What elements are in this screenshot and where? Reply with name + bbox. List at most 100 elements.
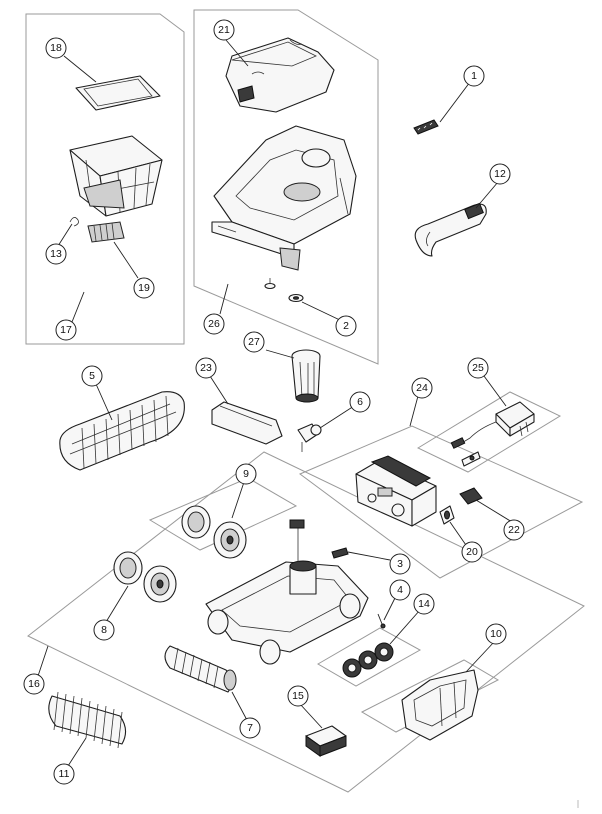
callout-27: 27 xyxy=(243,331,265,353)
callout-22: 22 xyxy=(503,519,525,541)
power-unit-24 xyxy=(355,455,437,527)
screw-part-2b xyxy=(288,293,304,303)
leader-9 xyxy=(231,481,245,519)
callout-label: 27 xyxy=(248,336,260,348)
switch-part-20 xyxy=(439,505,455,525)
leader-26 xyxy=(219,283,229,315)
cable-end xyxy=(461,451,481,467)
callout-24: 24 xyxy=(411,377,433,399)
leader-lines xyxy=(37,39,513,767)
chassis-motor-base xyxy=(205,519,369,665)
cover-plate-23 xyxy=(211,401,283,445)
leader-2 xyxy=(301,301,345,323)
leader-21 xyxy=(225,39,249,67)
callout-label: 12 xyxy=(494,168,506,180)
leader-23 xyxy=(209,375,229,405)
callout-4: 4 xyxy=(389,579,411,601)
callout-2: 2 xyxy=(335,315,357,337)
callout-label: 3 xyxy=(397,558,403,570)
leader-3 xyxy=(347,551,391,561)
callout-25: 25 xyxy=(467,357,489,379)
leader-24 xyxy=(409,395,419,427)
robot-body-housing xyxy=(211,125,357,271)
callout-17: 17 xyxy=(55,319,77,341)
callout-label: 10 xyxy=(490,628,502,640)
frame-group-25 xyxy=(416,391,562,473)
callout-label: 17 xyxy=(60,324,72,336)
clip-part-13 xyxy=(69,217,79,227)
leader-6 xyxy=(319,405,355,429)
track-tread xyxy=(81,395,169,469)
callout-7: 7 xyxy=(239,717,261,739)
leader-5 xyxy=(95,383,113,421)
callout-5: 5 xyxy=(81,365,103,387)
leader-16 xyxy=(37,645,49,677)
callout-label: 9 xyxy=(243,468,249,480)
frame-group-24 xyxy=(299,425,584,579)
callout-label: 2 xyxy=(343,320,349,332)
leader-25 xyxy=(483,375,507,407)
callout-12: 12 xyxy=(489,163,511,185)
filter-frame-lid xyxy=(75,75,161,111)
connector-part-1 xyxy=(413,119,439,135)
pin-part-4 xyxy=(377,613,386,629)
power-supply-25 xyxy=(450,401,535,467)
leader-12 xyxy=(475,181,499,209)
leader-7 xyxy=(231,691,249,723)
callout-13: 13 xyxy=(45,243,67,265)
callout-label: 15 xyxy=(292,690,304,702)
handle-tool-12 xyxy=(414,202,487,257)
leader-19 xyxy=(113,241,139,279)
callout-label: 1 xyxy=(471,70,477,82)
frame-group-26 xyxy=(193,9,379,365)
callout-label: 24 xyxy=(416,382,428,394)
drive-track-5 xyxy=(59,391,185,471)
spring-roller-7 xyxy=(164,645,237,693)
callout-label: 23 xyxy=(200,362,212,374)
callout-label: 16 xyxy=(28,678,40,690)
frame-group-14 xyxy=(317,627,422,687)
leader-8 xyxy=(105,585,129,623)
callout-label: 22 xyxy=(508,524,520,536)
leader-20 xyxy=(449,521,469,549)
wheels-pair-9 xyxy=(181,505,247,559)
callout-14: 14 xyxy=(413,593,435,615)
leader-17 xyxy=(71,291,85,323)
leader-18 xyxy=(63,55,97,83)
callout-label: 5 xyxy=(89,370,95,382)
battery-block-15 xyxy=(305,725,347,757)
callout-label: 7 xyxy=(247,722,253,734)
callout-8: 8 xyxy=(93,619,115,641)
callout-label: 21 xyxy=(218,24,230,36)
leader-1 xyxy=(439,81,471,123)
leader-4 xyxy=(383,595,397,621)
callout-label: 8 xyxy=(101,624,107,636)
callout-20: 20 xyxy=(461,541,483,563)
wheels-pair-8 xyxy=(113,551,177,603)
frame-group-9 xyxy=(148,477,298,551)
callout-label: 18 xyxy=(50,42,62,54)
sensor-part-3 xyxy=(331,547,349,559)
frame-group-10 xyxy=(360,659,500,733)
callout-label: 4 xyxy=(397,584,403,596)
callout-15: 15 xyxy=(287,685,309,707)
callout-23: 23 xyxy=(195,357,217,379)
leader-15 xyxy=(299,703,323,729)
top-lid xyxy=(225,37,335,113)
leader-22 xyxy=(475,499,513,523)
screw-part-2a xyxy=(264,278,276,290)
filter-screen-19 xyxy=(87,221,125,243)
callout-9: 9 xyxy=(235,463,257,485)
callout-19: 19 xyxy=(133,277,155,299)
callout-1: 1 xyxy=(463,65,485,87)
callout-label: 14 xyxy=(418,598,430,610)
nozzle-part-6 xyxy=(297,423,322,452)
leader-13 xyxy=(57,223,73,247)
leader-27 xyxy=(265,349,295,359)
callout-10: 10 xyxy=(485,623,507,645)
callout-11: 11 xyxy=(53,763,75,785)
callout-21: 21 xyxy=(213,19,235,41)
callout-label: 25 xyxy=(472,362,484,374)
callout-3: 3 xyxy=(389,553,411,575)
